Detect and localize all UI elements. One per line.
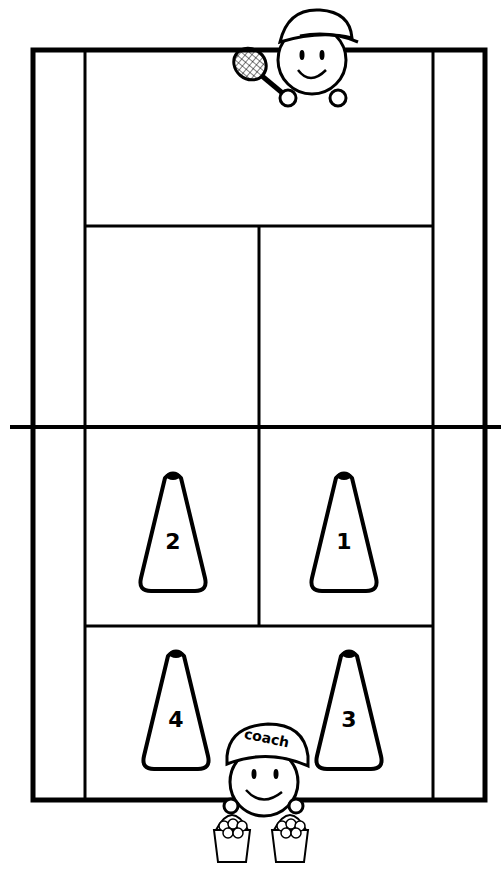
training-cone: 2 bbox=[135, 470, 211, 594]
cone-number: 1 bbox=[336, 531, 351, 553]
training-cone: 1 bbox=[306, 470, 382, 594]
player-figure bbox=[227, 10, 358, 106]
cone-tip bbox=[342, 650, 356, 658]
training-cone: 4 bbox=[138, 648, 214, 772]
cone-number: 3 bbox=[341, 709, 356, 731]
cone-shape bbox=[316, 652, 381, 770]
coach-cap: coach bbox=[224, 722, 310, 768]
cone-shape bbox=[143, 652, 208, 770]
cone-tip bbox=[337, 472, 351, 480]
training-cone: 3 bbox=[311, 648, 387, 772]
cone-tip bbox=[169, 650, 183, 658]
cone-tip bbox=[166, 472, 180, 480]
cone-shape bbox=[140, 474, 205, 592]
court-lines bbox=[10, 50, 501, 800]
cone-shape bbox=[311, 474, 376, 592]
cone-number: 2 bbox=[165, 531, 180, 553]
cap-shape bbox=[227, 724, 308, 766]
cone-number: 4 bbox=[168, 709, 183, 731]
